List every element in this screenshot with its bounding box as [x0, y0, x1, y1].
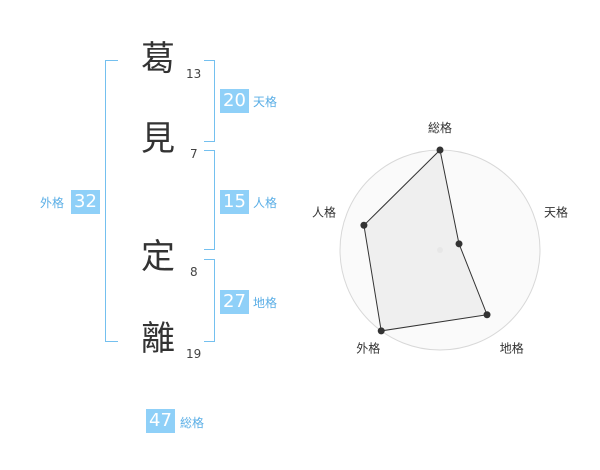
radar-point: [483, 311, 491, 319]
radar-axis-label: 地格: [500, 341, 524, 356]
radar-axis-label: 人格: [312, 204, 336, 219]
name-char-1: 葛: [141, 39, 175, 79]
radar-point: [436, 146, 444, 154]
gaikaku-value: 32: [71, 190, 100, 214]
chikaku-label: 地格: [253, 296, 278, 310]
name-char-1-strokes: 13: [186, 67, 202, 81]
name-char-3: 定: [141, 237, 175, 277]
radar-polygon: [363, 148, 488, 332]
tenkaku-value: 20: [220, 89, 249, 113]
tenkaku-label: 天格: [253, 95, 278, 109]
name-char-3-strokes: 8: [190, 265, 198, 279]
radar-point: [377, 327, 385, 335]
name-char-4-strokes: 19: [186, 347, 202, 361]
radar-point: [360, 221, 368, 229]
jinkaku-bracket: [204, 150, 215, 250]
name-char-4: 離: [141, 319, 175, 359]
name-char-2: 見: [141, 119, 175, 159]
gaikaku-bracket: [105, 60, 118, 342]
jinkaku-value: 15: [220, 190, 249, 214]
soukaku-value: 47: [146, 409, 175, 433]
gaikaku-label: 外格: [40, 196, 65, 210]
radar-axis-label: 総格: [428, 120, 452, 135]
radar-axis-label: 天格: [544, 204, 568, 219]
name-char-2-strokes: 7: [190, 147, 198, 161]
radar-point: [455, 240, 463, 248]
radar-points: [360, 146, 491, 335]
jinkaku-label: 人格: [253, 196, 278, 210]
radar-axis-label: 外格: [356, 341, 380, 356]
soukaku-label: 総格: [180, 416, 205, 430]
chikaku-bracket: [204, 259, 215, 342]
chikaku-value: 27: [220, 290, 249, 314]
tenkaku-bracket: [204, 60, 215, 142]
